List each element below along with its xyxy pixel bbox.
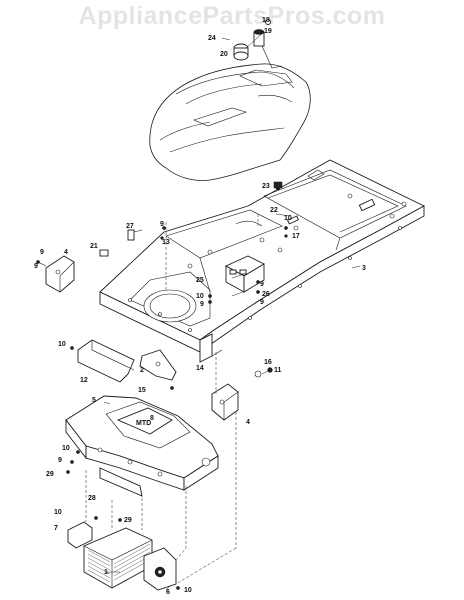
callout-8: 8: [150, 415, 154, 422]
hood-fender: [149, 63, 311, 181]
callout-4a: 4: [64, 249, 68, 256]
callout-28: 28: [88, 495, 96, 502]
callout-10b: 10: [196, 293, 204, 300]
callout-9g: 9: [58, 457, 62, 464]
callout-7: 7: [54, 525, 58, 532]
fuel-cap-assembly: [221, 19, 283, 69]
callout-9b: 9: [40, 249, 44, 256]
callout-5: 5: [92, 397, 96, 404]
callout-11: 11: [274, 367, 282, 374]
front-bumper: MTD: [65, 395, 219, 497]
callout-19: 19: [264, 28, 272, 35]
watermark-text: AppliancePartsPros.com: [78, 2, 386, 30]
callout-12: 12: [80, 377, 88, 384]
callout-26: 26: [262, 291, 270, 298]
callout-10f: 10: [184, 587, 192, 594]
pedal-bracket: [99, 229, 143, 257]
callout-17: 17: [292, 233, 300, 240]
callout-9a: 9: [160, 221, 164, 228]
cover-plate: [77, 339, 135, 383]
callout-10c: 10: [58, 341, 66, 348]
callout-29a: 29: [46, 471, 54, 478]
callout-22: 22: [270, 207, 278, 214]
callout-9d: 9: [200, 301, 204, 308]
callout-25: 25: [196, 277, 204, 284]
center-bracket: [139, 349, 177, 381]
main-frame: [99, 159, 425, 353]
callout-1: 1: [104, 569, 108, 576]
callout-24: 24: [208, 35, 216, 42]
callout-10a: 10: [284, 215, 292, 222]
callout-16: 16: [264, 359, 272, 366]
left-mount-bracket: [37, 255, 75, 293]
grille-assembly: [67, 521, 177, 591]
callout-20: 20: [220, 51, 228, 58]
callout-29b: 29: [124, 517, 132, 524]
callout-2: 2: [140, 367, 144, 374]
assembly-lines: [85, 214, 259, 585]
callout-9e: 9: [260, 281, 264, 288]
callout-15: 15: [138, 387, 146, 394]
callout-14: 14: [196, 365, 204, 372]
callout-4b: 4: [246, 419, 250, 426]
callout-18: 18: [262, 17, 270, 24]
callout-10e: 10: [54, 509, 62, 516]
callout-27: 27: [126, 223, 134, 230]
callout-3: 3: [362, 265, 366, 272]
callout-13: 13: [162, 239, 170, 246]
callout-labels: 24 18 19 20 23 22 10 17 3 27 21 9 13 9 4…: [34, 17, 366, 596]
front-bracket: [199, 333, 223, 363]
right-mount-bracket: [211, 383, 239, 421]
callout-9c: 9: [34, 263, 38, 270]
callout-6: 6: [166, 589, 170, 596]
callout-9f: 9: [260, 299, 264, 306]
svg-text:MTD: MTD: [136, 420, 151, 427]
callout-21: 21: [90, 243, 98, 250]
leader-lines: [103, 31, 361, 591]
callout-10d: 10: [62, 445, 70, 452]
callout-23: 23: [262, 183, 270, 190]
